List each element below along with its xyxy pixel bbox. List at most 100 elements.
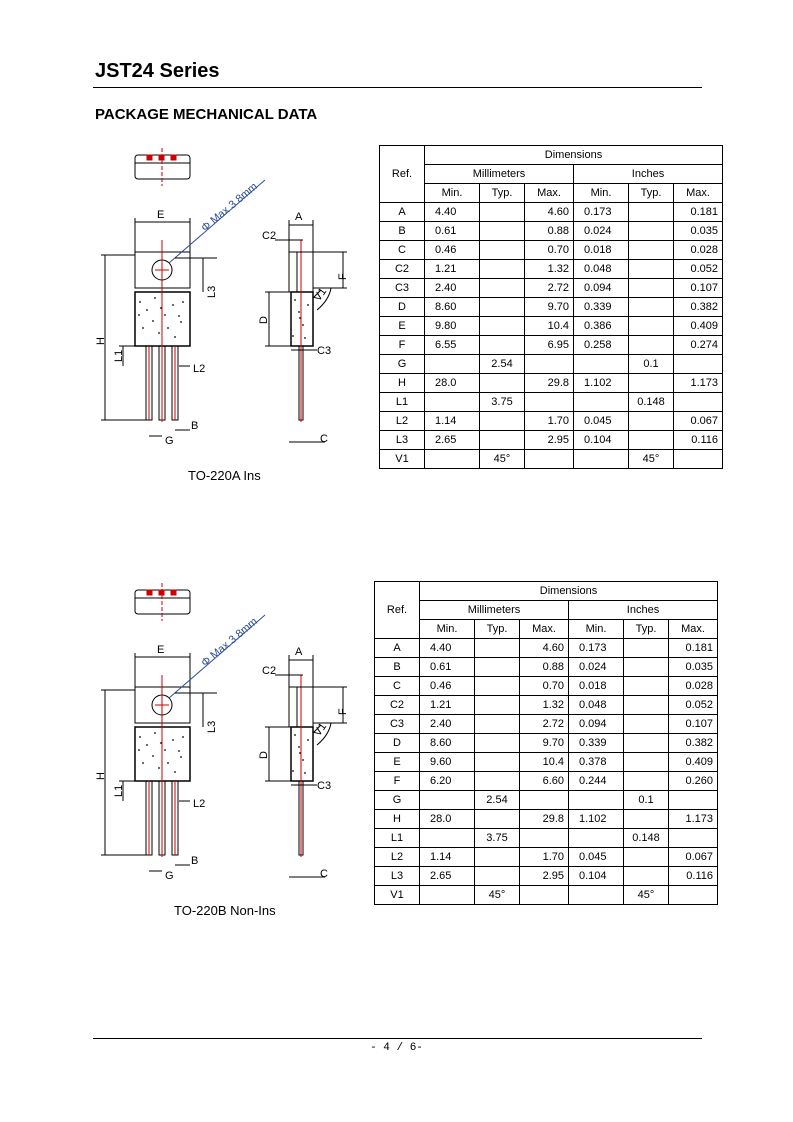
ref-cell: C <box>379 240 425 260</box>
value-cell: 0.70 <box>524 240 574 260</box>
value-cell: 0.116 <box>668 866 718 886</box>
value-cell: 0.116 <box>673 430 723 450</box>
value-cell: 0.018 <box>568 676 624 696</box>
value-cell: 0.024 <box>573 221 629 241</box>
value-cell: 2.40 <box>419 714 475 734</box>
value-cell <box>479 335 525 355</box>
value-cell: 0.048 <box>568 695 624 715</box>
value-cell: 6.60 <box>519 771 569 791</box>
value-cell: 2.65 <box>424 430 480 450</box>
ref-cell: E <box>374 752 420 772</box>
value-cell <box>424 354 480 374</box>
value-cell: 0.148 <box>623 828 669 848</box>
value-cell <box>519 790 569 810</box>
value-cell: 2.72 <box>519 714 569 734</box>
package-drawing-to220a: E Φ Max 3.8mm L3 H L1 L2 B G A C2 F D V1… <box>95 140 360 460</box>
value-cell: 1.102 <box>573 373 629 393</box>
value-cell <box>419 828 475 848</box>
value-cell: 9.70 <box>519 733 569 753</box>
value-cell <box>628 411 674 431</box>
value-cell: 0.260 <box>668 771 718 791</box>
value-cell: 0.148 <box>628 392 674 412</box>
value-cell <box>628 240 674 260</box>
value-cell: 6.20 <box>419 771 475 791</box>
dimension-label-h: H <box>95 772 107 780</box>
ref-cell: F <box>374 771 420 791</box>
value-cell: 45° <box>479 449 525 469</box>
value-cell <box>573 392 629 412</box>
value-cell: 4.60 <box>519 638 569 658</box>
dimension-label-f: F <box>337 273 349 280</box>
dimension-label-g: G <box>165 870 174 882</box>
value-cell <box>628 335 674 355</box>
value-cell: 6.55 <box>424 335 480 355</box>
value-cell: 9.70 <box>524 297 574 317</box>
value-cell: 10.4 <box>519 752 569 772</box>
value-cell <box>419 885 475 905</box>
ref-cell: H <box>379 373 425 393</box>
dimension-label-b: B <box>191 855 198 867</box>
ref-cell: C3 <box>379 278 425 298</box>
value-cell: 1.21 <box>419 695 475 715</box>
column-header: Min. <box>424 183 480 203</box>
dimension-label-a: A <box>295 646 303 658</box>
value-cell: 0.181 <box>673 202 723 222</box>
dimension-label-phi: Φ Max 3.8mm <box>199 616 260 670</box>
mounting-tab <box>134 251 191 289</box>
value-cell: 0.1 <box>628 354 674 374</box>
page-number: - 4 / 6- <box>370 1042 423 1054</box>
value-cell: 2.65 <box>419 866 475 886</box>
dimension-label-g: G <box>165 435 174 447</box>
value-cell <box>668 885 718 905</box>
value-cell: 0.46 <box>419 676 475 696</box>
value-cell <box>479 221 525 241</box>
column-header: Typ. <box>628 183 674 203</box>
value-cell: 9.60 <box>419 752 475 772</box>
ref-cell: H <box>374 809 420 829</box>
value-cell: 2.54 <box>474 790 520 810</box>
footer-rule <box>93 1038 702 1039</box>
value-cell: 0.035 <box>668 657 718 677</box>
ref-header: Ref. <box>374 581 420 639</box>
dimension-label-a: A <box>295 211 303 223</box>
ref-cell: G <box>374 790 420 810</box>
ref-cell: E <box>379 316 425 336</box>
side-tab <box>288 686 298 728</box>
value-cell: 1.32 <box>519 695 569 715</box>
value-cell: 0.70 <box>519 676 569 696</box>
ref-cell: L3 <box>379 430 425 450</box>
column-header: Min. <box>419 619 475 639</box>
value-cell <box>424 392 480 412</box>
value-cell: 10.4 <box>524 316 574 336</box>
column-header: Max. <box>673 183 723 203</box>
value-cell: 0.107 <box>668 714 718 734</box>
value-cell <box>573 449 629 469</box>
value-cell <box>424 449 480 469</box>
ref-cell: L1 <box>379 392 425 412</box>
value-cell <box>524 449 574 469</box>
value-cell: 29.8 <box>524 373 574 393</box>
value-cell <box>568 790 624 810</box>
value-cell: 29.8 <box>519 809 569 829</box>
dimension-label-l3: L3 <box>206 286 218 298</box>
column-header: Min. <box>568 619 624 639</box>
value-cell: 28.0 <box>424 373 480 393</box>
table-header-row: Min.Typ.Max.Min.Typ.Max. <box>380 183 723 203</box>
ref-cell: F <box>379 335 425 355</box>
value-cell: 0.61 <box>424 221 480 241</box>
value-cell: 0.052 <box>668 695 718 715</box>
